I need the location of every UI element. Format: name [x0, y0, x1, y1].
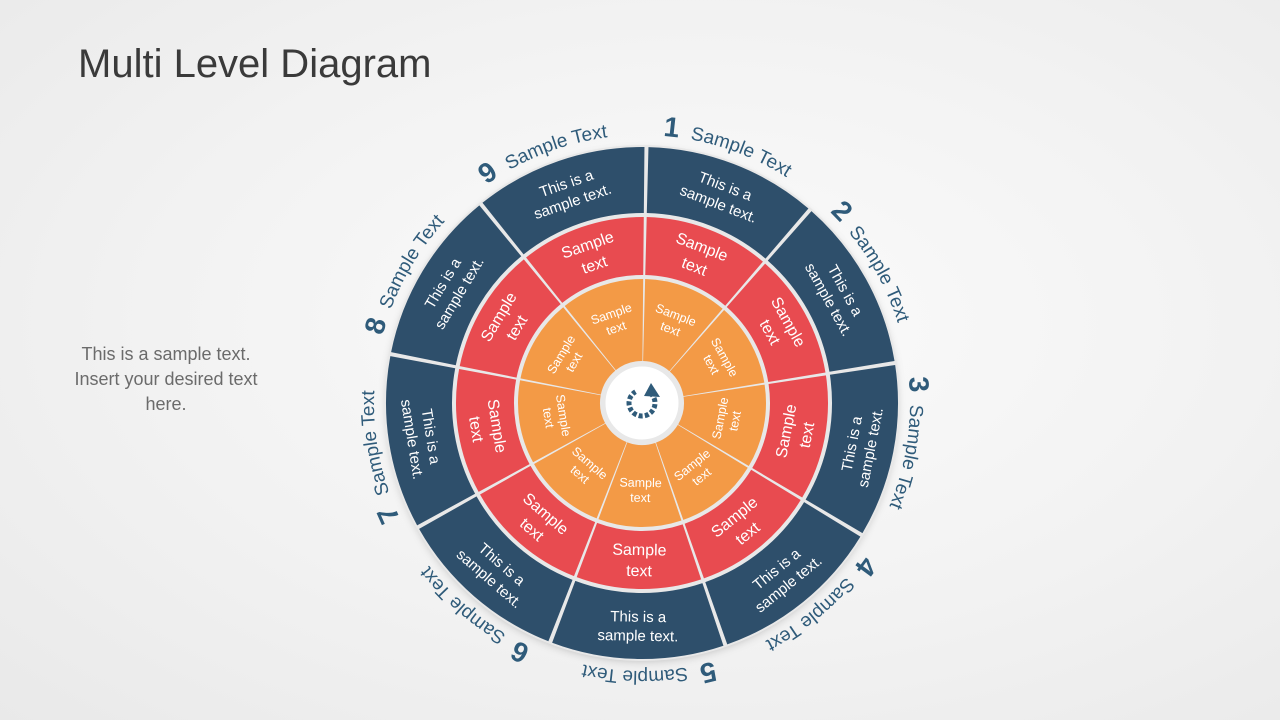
- outer-ring-segment-4: [705, 502, 861, 645]
- segment-number-5: 5: [690, 656, 720, 692]
- outer-ring-text-5: This is asample text.: [597, 608, 678, 645]
- outer-ring-segment-9: [482, 147, 645, 255]
- inner-ring-segment-5: [598, 442, 682, 527]
- refresh-icon-arc: [626, 389, 658, 419]
- side-note-line: here.: [145, 394, 187, 414]
- segment-number-8: 8: [358, 306, 395, 338]
- outer-ring-text-line: This is a: [610, 608, 667, 626]
- middle-ring-segment-3: [752, 375, 828, 498]
- inner-ring-segment-1: [643, 279, 723, 372]
- inner-ring-text-line: Sample: [553, 393, 573, 437]
- refresh-icon: [626, 383, 660, 419]
- page-title: Multi Level Diagram: [78, 42, 432, 86]
- inner-ring-text-line: Sample: [619, 475, 662, 490]
- inner-ring-text-line: text: [658, 319, 682, 339]
- middle-ring-segment-7: [456, 368, 530, 492]
- outer-ring-segment-2: [767, 211, 895, 372]
- refresh-icon-arrowhead: [644, 383, 660, 397]
- inner-ring-segment-6: [534, 423, 627, 519]
- inner-ring-text-line: text: [540, 407, 557, 430]
- segment-number-3: 3: [903, 376, 935, 401]
- segment-label-text-5: Sample Text: [579, 659, 689, 687]
- inner-ring-text-3: Sampletext: [709, 396, 746, 443]
- outer-ring-segment-3: [805, 364, 898, 534]
- outer-ring-segment-7: [386, 356, 476, 526]
- middle-ring-text-line: text: [465, 415, 486, 444]
- inner-ring-text-5: Sampletext: [619, 475, 662, 505]
- inner-ring-segment-8: [520, 307, 616, 395]
- middle-ring-segment-8: [459, 259, 561, 378]
- middle-ring-text-line: text: [626, 563, 653, 580]
- inner-ring-segment-4: [655, 424, 748, 520]
- inner-ring-text-line: text: [604, 318, 628, 338]
- inner-ring-text-line: text: [726, 409, 744, 432]
- segment-number-7: 7: [368, 495, 406, 529]
- outer-ring-segment-8: [391, 205, 522, 366]
- outer-ring-segment-6: [419, 496, 573, 642]
- middle-ring-text-5: Sample text: [612, 542, 667, 581]
- middle-ring-segment-9: [526, 217, 644, 303]
- inner-ring-segment-3: [678, 384, 767, 467]
- outer-ring-text-line: sample text.: [597, 627, 678, 645]
- outer-ring-segment-5: [552, 580, 724, 659]
- outer-ring-segment-1: [646, 147, 809, 259]
- inner-ring-segment-9: [564, 279, 644, 371]
- inner-ring-segment-2: [669, 310, 765, 397]
- segment-number-1: 1: [662, 111, 690, 145]
- inner-ring-segment-7: [518, 380, 606, 463]
- outer-ring-text-8: This is asample text.: [415, 245, 488, 333]
- inner-ring-text-line: text: [630, 491, 651, 505]
- middle-ring-segment-6: [480, 465, 596, 577]
- side-note: This is a sample text. Insert your desir…: [48, 342, 284, 417]
- middle-ring-segment-5: [576, 522, 702, 589]
- side-note-line: This is a sample text.: [81, 344, 251, 364]
- inner-ring-text-7: Sampletext: [538, 393, 573, 439]
- middle-ring-text-line: Sample: [612, 542, 667, 560]
- middle-ring-segment-4: [684, 469, 801, 579]
- center-circle: [602, 363, 682, 443]
- side-note-line: Insert your desired text: [74, 369, 258, 389]
- middle-ring-text-line: text: [797, 420, 819, 449]
- middle-ring-segment-2: [726, 263, 826, 382]
- middle-ring-segment-1: [645, 217, 763, 306]
